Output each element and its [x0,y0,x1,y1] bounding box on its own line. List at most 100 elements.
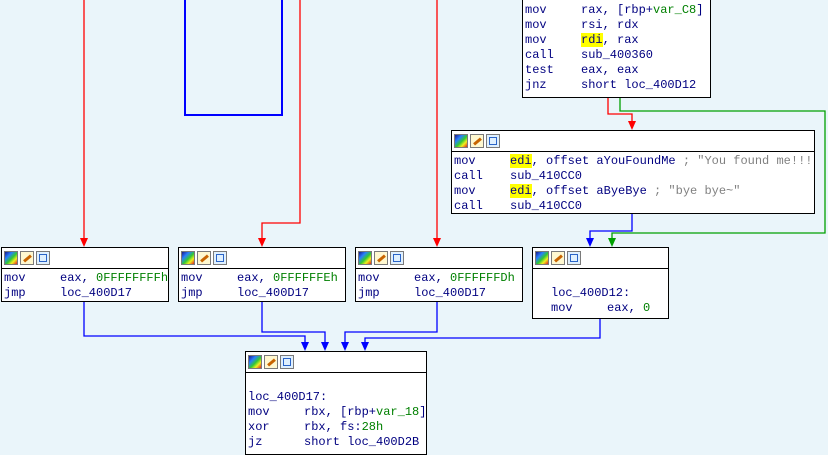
asm-line[interactable]: mov rsi, rdx [525,18,710,33]
asm-operand: , rax [602,33,639,47]
asm-operand: eax, [237,271,274,285]
asm-line[interactable] [248,375,426,390]
group-nodes-icon[interactable] [213,251,227,265]
arrowhead [361,342,369,351]
asm-operand: ] [419,405,427,419]
node-color-icon[interactable] [181,251,195,265]
rename-node-icon[interactable] [197,251,211,265]
asm-operand: loc_400D17: [248,390,328,404]
asm-mnemonic: mov [525,33,547,47]
arrowhead [321,342,329,351]
edge-jmp-1 [83,302,306,343]
asm-operand: short loc_400D12 [581,78,697,92]
arrowhead [628,121,636,130]
asm-line[interactable]: loc_400D12: [551,286,668,301]
edge-false-branch [607,98,633,122]
group-nodes-icon[interactable] [567,251,581,265]
rename-node-icon[interactable] [551,251,565,265]
node-color-icon[interactable] [454,134,468,148]
arrowhead [80,238,88,247]
asm-mnemonic: mov [248,405,270,419]
group-nodes-icon[interactable] [280,355,294,369]
arrowhead [301,342,309,351]
node-toolbar [533,248,668,269]
asm-operand: 0FFFFFFEh [273,271,338,285]
asm-operand: rsi, rdx [581,18,639,32]
asm-operand: rbx, fs: [304,420,362,434]
asm-operand[interactable]: edi [510,154,532,168]
group-nodes-icon[interactable] [36,251,50,265]
asm-mnemonic: call [525,48,554,62]
asm-operand[interactable]: rdi [581,33,603,47]
arrowhead [433,238,441,247]
asm-line[interactable]: call sub_400360 [525,48,710,63]
asm-mnemonic: mov [4,271,26,285]
node-toolbar [452,131,814,152]
asm-line[interactable]: mov rdi, rax [525,33,710,48]
group-nodes-icon[interactable] [390,251,404,265]
asm-mnemonic: jz [248,435,263,449]
asm-operand: rbx, [rbp+ [304,405,377,419]
asm-line[interactable] [551,271,668,286]
asm-operand: ; "You found me!!!" [682,154,815,168]
node-toolbar [356,248,522,269]
asm-line[interactable]: jz short loc_400D2B [248,435,426,450]
edge-jmp-4 [364,319,601,343]
graph-overview-rect [184,0,283,116]
asm-mnemonic: mov [525,3,547,17]
asm-line[interactable]: loc_400D17: [248,390,426,405]
arrowhead [258,238,266,247]
asm-mnemonic: mov [525,18,547,32]
node-color-icon[interactable] [248,355,262,369]
asm-mnemonic: mov [454,184,476,198]
group-nodes-icon[interactable] [486,134,500,148]
asm-operand: short loc_400D2B [304,435,420,449]
edge-jmp-3 [344,302,438,343]
asm-mnemonic: mov [454,154,476,168]
asm-mnemonic: test [525,63,554,77]
edge-jmp-2 [261,302,326,343]
asm-operand: sub_400360 [581,48,654,62]
asm-mnemonic: jmp [181,286,203,300]
rename-node-icon[interactable] [264,355,278,369]
edge-red-2 [261,0,301,238]
rename-node-icon[interactable] [374,251,388,265]
arrowhead [341,342,349,351]
rename-node-icon[interactable] [20,251,34,265]
arrowhead [608,238,616,247]
node-color-icon[interactable] [535,251,549,265]
node-color-icon[interactable] [358,251,372,265]
node-color-icon[interactable] [4,251,18,265]
asm-operand: ; "bye bye~" [654,184,741,198]
asm-operand[interactable]: edi [510,184,532,198]
rename-node-icon[interactable] [470,134,484,148]
arrowhead [586,238,594,247]
